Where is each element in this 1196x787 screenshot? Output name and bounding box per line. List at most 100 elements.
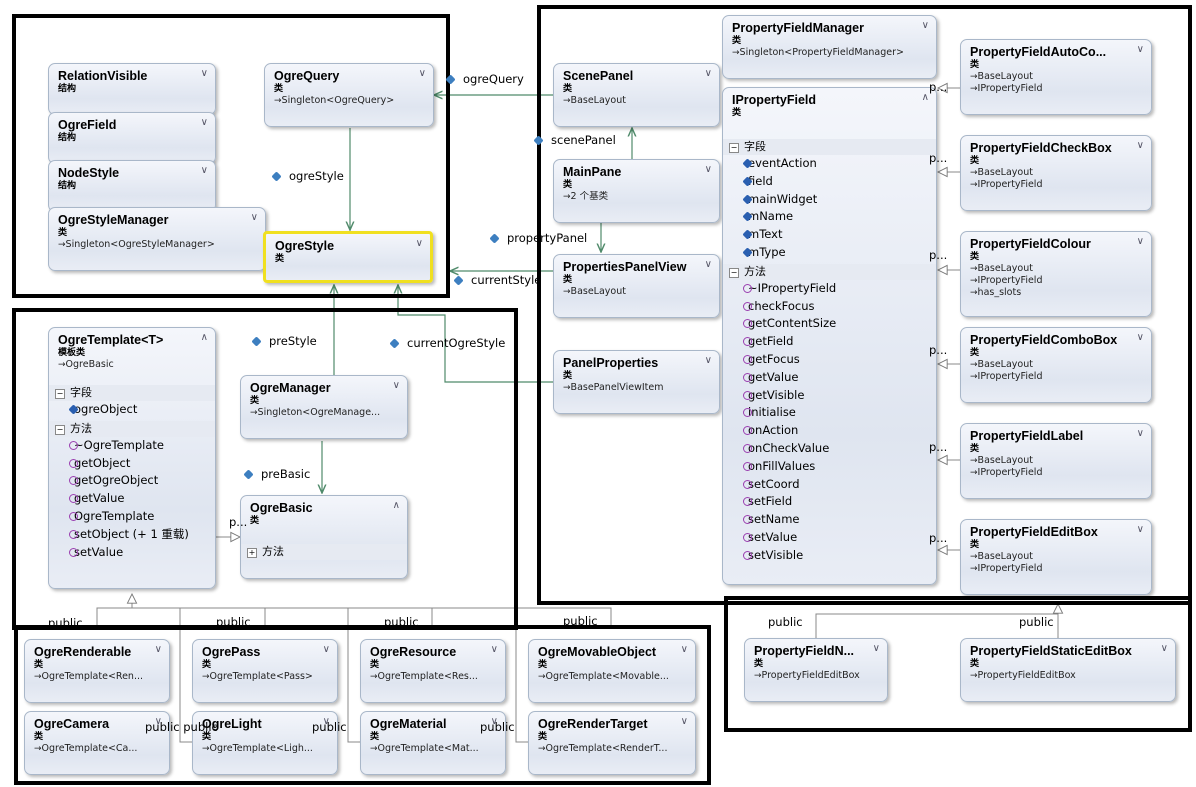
field-item[interactable]: mName <box>723 208 936 226</box>
collapse-chevron-icon[interactable]: ∨ <box>490 644 498 655</box>
collapse-chevron-icon[interactable]: ∨ <box>1136 332 1144 343</box>
class-ogre-light[interactable]: OgreLight∨ 类 OgreTemplate<Ligh... <box>192 711 338 775</box>
field-item[interactable]: mainWidget <box>723 191 936 209</box>
class-ogre-basic[interactable]: OgreBasic∧ 类 +方法 <box>240 495 408 579</box>
class-ogre-renderable[interactable]: OgreRenderable∨ 类 OgreTemplate<Ren... <box>24 639 170 703</box>
collapse-chevron-icon[interactable]: ∨ <box>704 355 712 366</box>
collapse-chevron-icon[interactable]: ∨ <box>154 716 162 727</box>
collapse-chevron-icon[interactable]: ∨ <box>1136 524 1144 535</box>
collapse-chevron-icon[interactable]: ∨ <box>872 643 880 654</box>
collapse-chevron-icon[interactable]: ∨ <box>704 164 712 175</box>
collapse-chevron-icon[interactable]: ∨ <box>322 644 330 655</box>
collapse-chevron-icon[interactable]: ∨ <box>1136 428 1144 439</box>
collapse-chevron-icon[interactable]: ∨ <box>200 165 208 176</box>
expand-chevron-icon[interactable]: ∧ <box>392 500 400 511</box>
methods-section-header[interactable]: −方法 <box>49 420 215 437</box>
collapse-chevron-icon[interactable]: ∨ <box>322 716 330 727</box>
collapse-chevron-icon[interactable]: ∨ <box>418 68 426 79</box>
method-item[interactable]: setCoord <box>723 476 936 494</box>
method-item[interactable]: setField <box>723 493 936 511</box>
collapse-chevron-icon[interactable]: ∨ <box>415 238 423 249</box>
method-item[interactable]: setVisible <box>723 547 936 565</box>
method-item[interactable]: getField <box>723 333 936 351</box>
method-item[interactable]: ~OgreTemplate <box>49 437 215 455</box>
method-item[interactable]: initialise <box>723 404 936 422</box>
class-ogre-pass[interactable]: OgrePass∨ 类 OgreTemplate<Pass> <box>192 639 338 703</box>
method-item[interactable]: checkFocus <box>723 298 936 316</box>
fields-section-header[interactable]: −字段 <box>49 385 215 401</box>
expand-chevron-icon[interactable]: ∧ <box>200 332 208 343</box>
collapse-chevron-icon[interactable]: ∨ <box>704 68 712 79</box>
collapse-chevron-icon[interactable]: ∨ <box>154 644 162 655</box>
field-item[interactable]: field <box>723 173 936 191</box>
collapse-chevron-icon[interactable]: ∨ <box>1136 236 1144 247</box>
collapse-chevron-icon[interactable]: ∨ <box>250 212 258 223</box>
class-ogre-resource[interactable]: OgreResource∨ 类 OgreTemplate<Res... <box>360 639 506 703</box>
collapse-toggle-icon[interactable]: − <box>55 389 65 399</box>
collapse-chevron-icon[interactable]: ∨ <box>200 68 208 79</box>
expand-toggle-icon[interactable]: + <box>247 548 257 558</box>
method-item[interactable]: ~IPropertyField <box>723 280 936 298</box>
class-ogre-render-target[interactable]: OgreRenderTarget∨ 类 OgreTemplate<RenderT… <box>528 711 696 775</box>
class-main-pane[interactable]: MainPane∨ 类 2 个基类 <box>553 159 720 223</box>
class-ogre-material[interactable]: OgreMaterial∨ 类 OgreTemplate<Mat... <box>360 711 506 775</box>
collapse-chevron-icon[interactable]: ∨ <box>1136 140 1144 151</box>
class-ogre-template[interactable]: OgreTemplate<T>∧ 模板类 OgreBasic −字段 ogreO… <box>48 327 216 589</box>
class-property-field-n[interactable]: PropertyFieldN...∨ 类 PropertyFieldEditBo… <box>744 638 888 702</box>
class-property-field[interactable]: PropertyFieldLabel∨类BaseLayoutIPropertyF… <box>960 423 1152 499</box>
class-property-field[interactable]: PropertyFieldColour∨类BaseLayoutIProperty… <box>960 231 1152 317</box>
method-item[interactable]: setObject (+ 1 重载) <box>49 526 215 544</box>
collapse-chevron-icon[interactable]: ∨ <box>392 380 400 391</box>
class-ogre-field[interactable]: OgreField∨ 结构 <box>48 112 216 164</box>
class-panel-properties[interactable]: PanelProperties∨ 类 BasePanelViewItem <box>553 350 720 414</box>
collapse-toggle-icon[interactable]: − <box>729 267 739 278</box>
class-relation-visible[interactable]: RelationVisible∨ 结构 <box>48 63 216 115</box>
method-item[interactable]: getFocus <box>723 351 936 369</box>
class-ogre-movable-object[interactable]: OgreMovableObject∨ 类 OgreTemplate<Movabl… <box>528 639 696 703</box>
methods-section-header[interactable]: −方法 <box>723 263 936 280</box>
method-item[interactable]: onAction <box>723 422 936 440</box>
field-item[interactable]: mText <box>723 226 936 244</box>
class-property-field[interactable]: PropertyFieldCheckBox∨类BaseLayoutIProper… <box>960 135 1152 211</box>
method-item[interactable]: getVisible <box>723 387 936 405</box>
method-item[interactable]: getContentSize <box>723 315 936 333</box>
class-ogre-query[interactable]: OgreQuery∨ 类 Singleton<OgreQuery> <box>264 63 434 127</box>
class-node-style[interactable]: NodeStyle∨ 结构 <box>48 160 216 212</box>
method-item[interactable]: getValue <box>49 490 215 508</box>
class-ogre-style-manager[interactable]: OgreStyleManager∨ 类 Singleton<OgreStyleM… <box>48 207 266 271</box>
class-ogre-style[interactable]: OgreStyle∨ 类 <box>263 231 433 283</box>
collapse-chevron-icon[interactable]: ∨ <box>704 259 712 270</box>
collapse-chevron-icon[interactable]: ∨ <box>921 20 929 31</box>
method-item[interactable]: onFillValues <box>723 458 936 476</box>
methods-section-header[interactable]: +方法 <box>241 544 407 560</box>
class-scene-panel[interactable]: ScenePanel∨ 类 BaseLayout <box>553 63 720 127</box>
class-ogre-camera[interactable]: OgreCamera∨ 类 OgreTemplate<Ca... <box>24 711 170 775</box>
collapse-chevron-icon[interactable]: ∨ <box>1136 44 1144 55</box>
method-item[interactable]: getObject <box>49 455 215 473</box>
class-property-field[interactable]: PropertyFieldEditBox∨类BaseLayoutIPropert… <box>960 519 1152 595</box>
collapse-toggle-icon[interactable]: − <box>55 424 65 435</box>
class-ogre-manager[interactable]: OgreManager∨ 类 Singleton<OgreManage... <box>240 375 408 439</box>
field-item[interactable]: ogreObject <box>49 401 215 419</box>
class-property-field[interactable]: PropertyFieldAutoCo...∨类BaseLayoutIPrope… <box>960 39 1152 115</box>
method-item[interactable]: OgreTemplate <box>49 508 215 526</box>
field-item[interactable]: eventAction <box>723 155 936 173</box>
collapse-chevron-icon[interactable]: ∨ <box>1160 643 1168 654</box>
method-item[interactable]: getOgreObject <box>49 472 215 490</box>
fields-section-header[interactable]: −字段 <box>723 139 936 155</box>
method-item[interactable]: setName <box>723 511 936 529</box>
field-item[interactable]: mType <box>723 244 936 262</box>
method-item[interactable]: setValue <box>723 529 936 547</box>
collapse-chevron-icon[interactable]: ∨ <box>680 644 688 655</box>
class-property-field[interactable]: PropertyFieldComboBox∨类BaseLayoutIProper… <box>960 327 1152 403</box>
method-item[interactable]: setValue <box>49 544 215 562</box>
class-property-field-manager[interactable]: PropertyFieldManager∨ 类 Singleton<Proper… <box>722 15 937 79</box>
collapse-chevron-icon[interactable]: ∨ <box>490 716 498 727</box>
collapse-chevron-icon[interactable]: ∨ <box>200 117 208 128</box>
expand-chevron-icon[interactable]: ∧ <box>921 92 929 103</box>
collapse-chevron-icon[interactable]: ∨ <box>680 716 688 727</box>
method-item[interactable]: onCheckValue <box>723 440 936 458</box>
method-item[interactable]: getValue <box>723 369 936 387</box>
class-property-field-static-edit-box[interactable]: PropertyFieldStaticEditBox∨ 类 PropertyFi… <box>960 638 1176 702</box>
